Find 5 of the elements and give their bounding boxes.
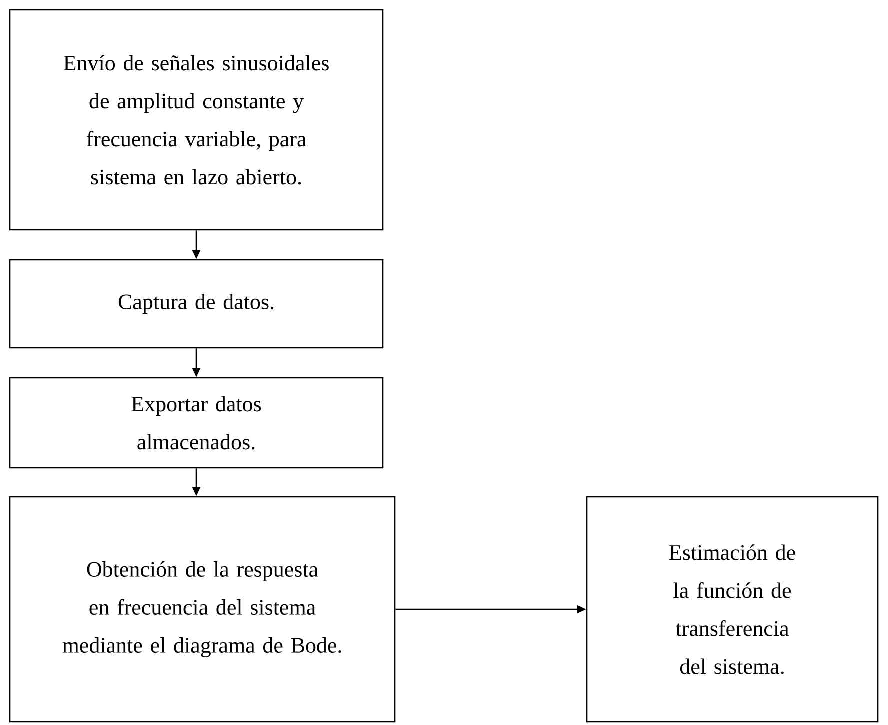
process-box: Exportar datos almacenados. bbox=[9, 377, 384, 469]
process-box: Captura de datos. bbox=[9, 259, 384, 349]
process-box: Envío de señales sinusoidales de amplitud constante y frecuencia variable, para sistema en lazo abierto. bbox=[9, 9, 384, 231]
process-box: Obtención de la respuesta en frecuencia del sistema mediante el diagrama de Bode. bbox=[9, 496, 396, 723]
process-box: Estimación de la función de transferencia del sistema. bbox=[586, 496, 879, 723]
